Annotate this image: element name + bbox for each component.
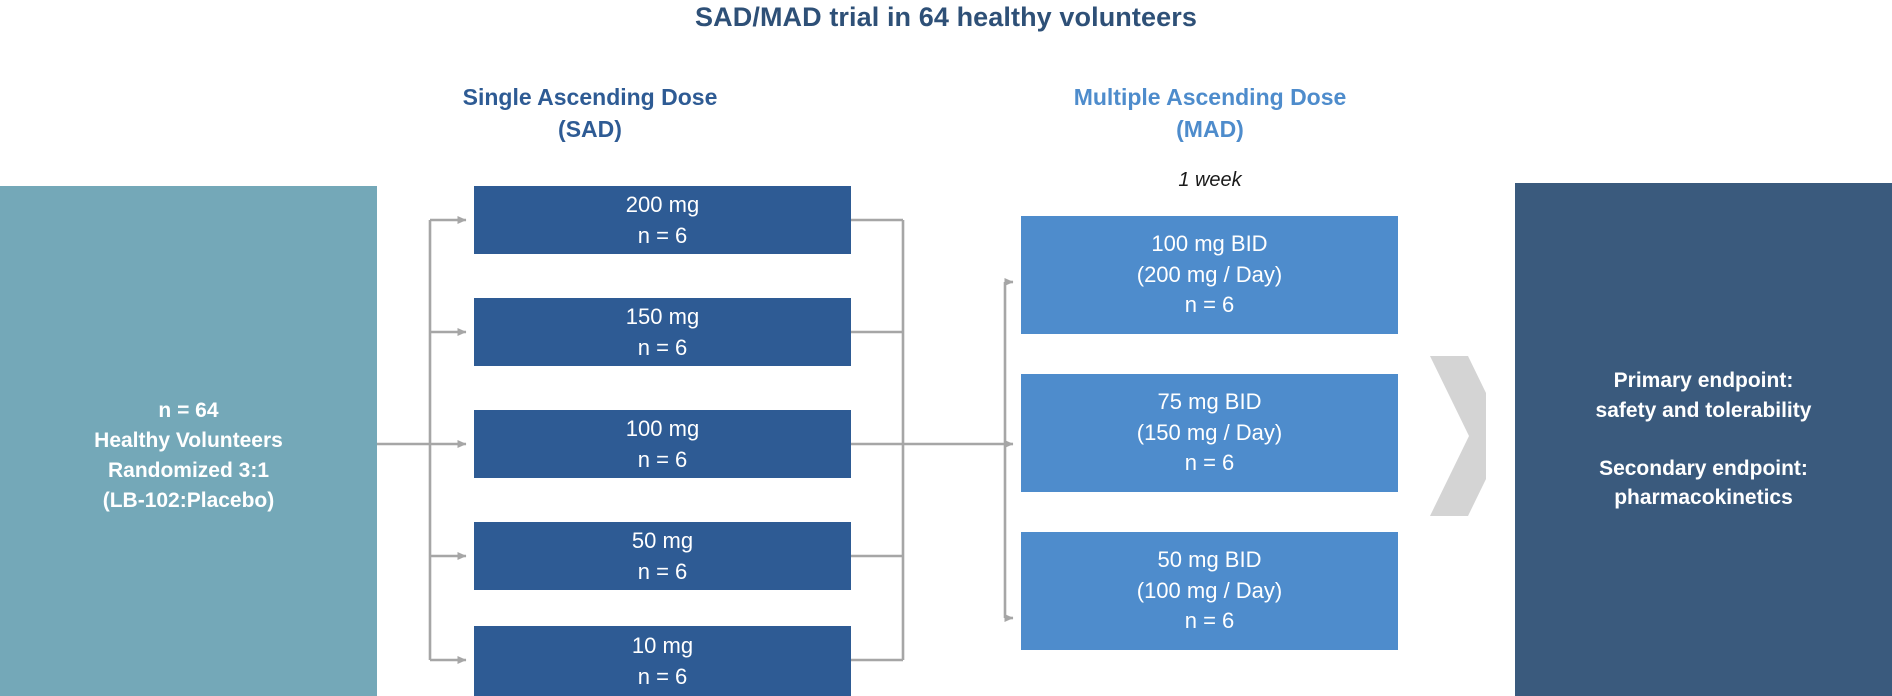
mad-arm-n: n = 6 [1184,450,1235,476]
sad-arm-n: n = 6 [637,664,688,689]
mad-header-line-1: Multiple Ascending Dose [1073,84,1347,110]
sad-arm-dose: 50 mg [631,527,694,553]
enrollment-panel: n = 64 Healthy Volunteers Randomized 3:1… [0,186,377,696]
enrollment-n: n = 64 [158,399,219,423]
endpoints-panel: Primary endpoint: safety and tolerabilit… [1515,183,1892,696]
mad-duration-note: 1 week [1178,169,1242,191]
sad-arm-dose: 150 mg [625,303,700,329]
primary-endpoint-label: Primary endpoint: [1613,368,1794,392]
enrollment-allocation: (LB-102:Placebo) [102,488,275,512]
enrollment-population: Healthy Volunteers [94,429,283,453]
mad-arm-100mg-bid: 100 mg BID (200 mg / Day) n = 6 [1021,216,1398,334]
mad-arm-daily-dose: (200 mg / Day) [1136,261,1283,287]
sad-arm-n: n = 6 [637,335,688,360]
sad-arm-n: n = 6 [637,447,688,472]
sad-header-line-2: (SAD) [558,115,622,142]
mad-arm-50mg-bid: 50 mg BID (100 mg / Day) n = 6 [1021,532,1398,650]
mad-arm-75mg-bid: 75 mg BID (150 mg / Day) n = 6 [1021,374,1398,492]
mad-arm-daily-dose: (100 mg / Day) [1136,577,1283,603]
endpoints-spacer [1596,426,1812,454]
mad-column-header: Multiple Ascending Dose (MAD) [1000,82,1420,145]
mad-arm-dose: 50 mg BID [1157,546,1262,572]
sad-column-header: Single Ascending Dose (SAD) [400,82,780,145]
secondary-endpoint-value: pharmacokinetics [1614,486,1793,510]
mad-arm-daily-dose: (150 mg / Day) [1136,419,1283,445]
mad-header-line-2: (MAD) [1176,115,1244,142]
sad-arm-dose: 10 mg [631,632,694,658]
enrollment-randomization: Randomized 3:1 [107,459,269,482]
mad-arm-n: n = 6 [1184,608,1235,634]
sad-arm-dose: 200 mg [625,191,700,217]
sad-arm-50mg: 50 mg n = 6 [474,522,851,590]
secondary-endpoint-label: Secondary endpoint: [1599,456,1808,480]
sad-arm-200mg: 200 mg n = 6 [474,186,851,254]
sad-arm-dose: 100 mg [625,415,700,441]
sad-arm-100mg: 100 mg n = 6 [474,410,851,478]
page-title: SAD/MAD trial in 64 healthy volunteers [695,2,1197,32]
chevron-right-icon [1430,356,1486,516]
mad-arm-dose: 100 mg BID [1151,230,1268,256]
sad-header-line-1: Single Ascending Dose [462,84,718,110]
sad-arm-n: n = 6 [637,223,688,248]
mad-arm-n: n = 6 [1184,292,1235,318]
primary-endpoint-value: safety and tolerability [1595,398,1812,422]
mad-arm-dose: 75 mg BID [1157,388,1262,414]
sad-arm-150mg: 150 mg n = 6 [474,298,851,366]
sad-arm-n: n = 6 [637,559,688,584]
sad-arm-10mg: 10 mg n = 6 [474,626,851,696]
